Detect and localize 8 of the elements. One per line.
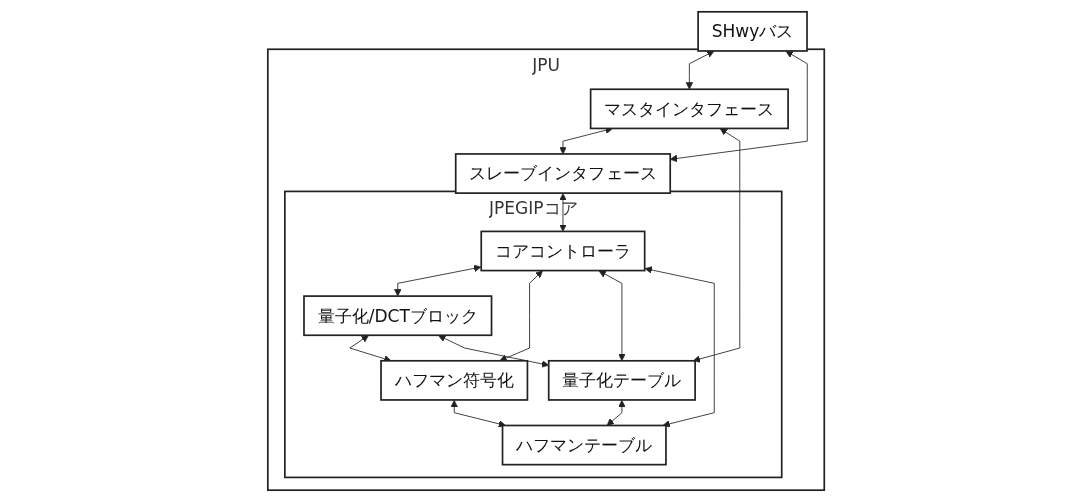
node-box: コアコントローラ [480, 230, 646, 272]
node-box: マスタインタフェース [589, 88, 789, 130]
node-box: ハフマンテーブル [501, 424, 667, 466]
node-box: 量子化/DCTブロック [303, 295, 493, 337]
node-box: スレーブインタフェース [454, 153, 671, 194]
node-box: 量子化テーブル [547, 359, 696, 401]
node-box: SHwyバス [697, 10, 808, 52]
node-box: ハフマン符号化 [380, 359, 529, 401]
